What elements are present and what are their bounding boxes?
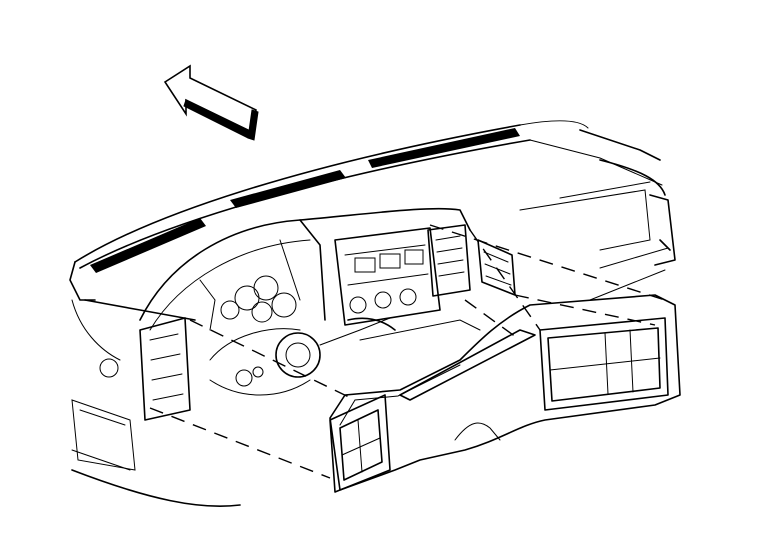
dash-pad-outline	[69, 120, 663, 361]
lower-dash-edge	[71, 449, 241, 508]
bezel-center-opening	[539, 317, 669, 411]
defroster-vents	[90, 128, 520, 273]
steering-column	[209, 317, 391, 396]
center-air-outlets	[427, 224, 516, 297]
right-dash-structure	[519, 159, 676, 301]
front-direction-arrow-icon	[163, 64, 259, 141]
gauge-cluster	[220, 275, 297, 323]
center-stack	[334, 227, 441, 331]
alignment-dash-lines	[149, 224, 666, 479]
left-air-outlet	[71, 317, 191, 471]
cluster-carrier	[139, 207, 471, 331]
bezel-left-frame	[329, 394, 391, 493]
